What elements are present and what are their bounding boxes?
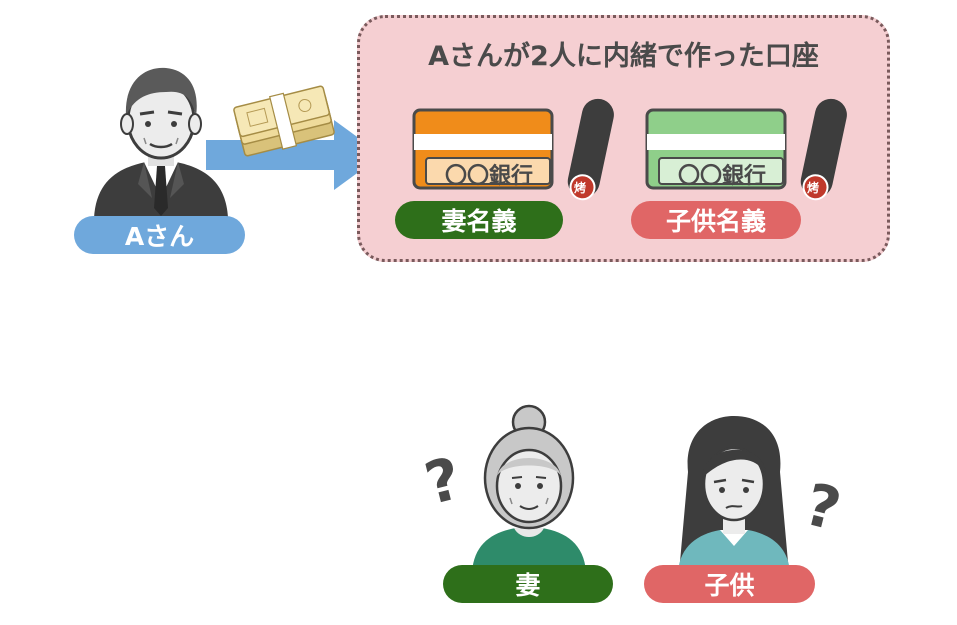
young-woman-icon [678, 416, 790, 572]
seal-stamp-icon [567, 98, 614, 201]
question-mark-icon: ? [798, 469, 848, 545]
child-label: 子供 [644, 565, 815, 603]
bank-card-icon [412, 108, 554, 190]
person-a-label: Aさん [74, 216, 245, 254]
bank-name-wife: 〇〇銀行 [444, 164, 533, 189]
seal-mark: 烤 [573, 181, 586, 195]
bank-name-child: 〇〇銀行 [677, 164, 766, 189]
bank-card-icon [645, 108, 787, 190]
question-mark-icon: ? [418, 443, 468, 519]
account-label-child: 子供名義 [631, 201, 801, 239]
seal-stamp-icon [800, 98, 847, 201]
accounts-box-title: Aさんが2人に内緒で作った口座 [428, 41, 819, 72]
wife-label: 妻 [443, 565, 613, 603]
account-label-wife: 妻名義 [395, 201, 563, 239]
businessman-icon [94, 67, 228, 218]
money-bundle-icon [233, 85, 335, 157]
elderly-woman-icon [472, 404, 586, 572]
seal-mark: 烤 [806, 181, 819, 195]
